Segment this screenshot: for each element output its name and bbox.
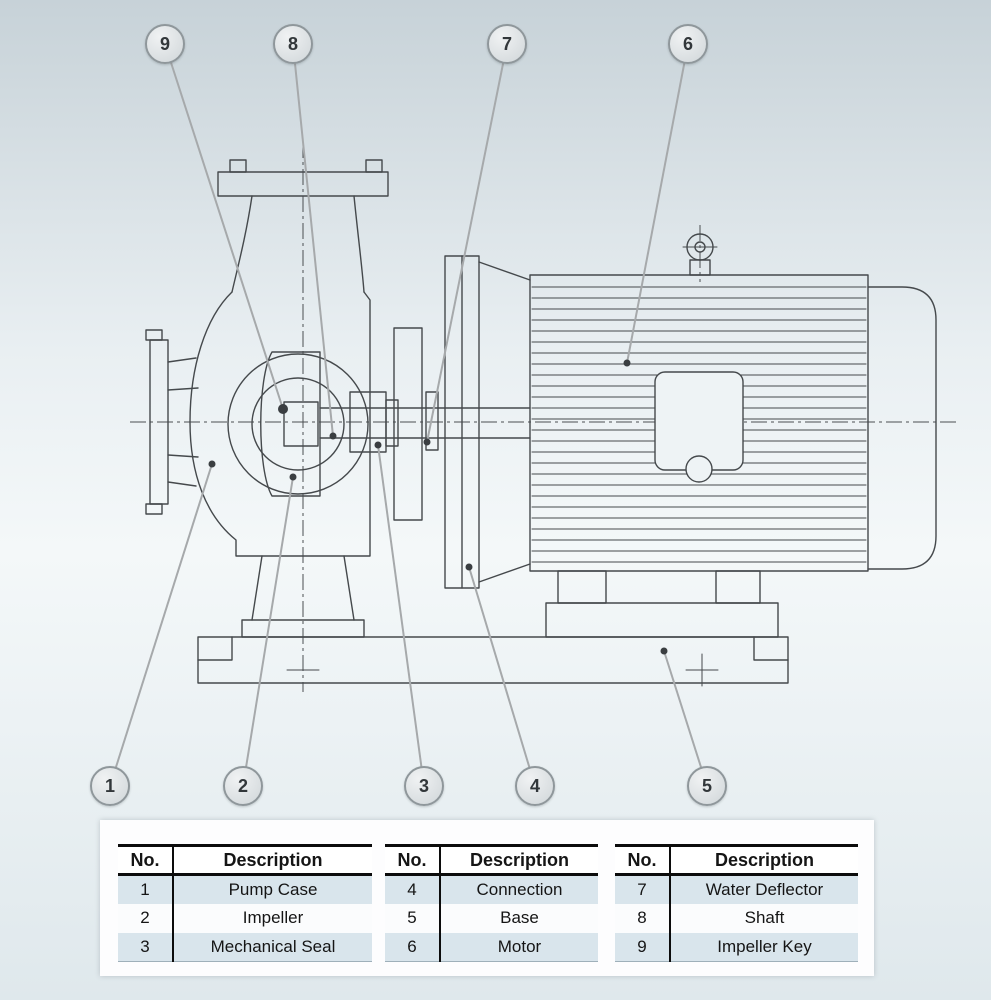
callout-6: 6 (668, 24, 708, 64)
table-row: 8 Shaft (615, 903, 858, 933)
callout-3: 3 (404, 766, 444, 806)
impeller (260, 351, 321, 497)
parts-tables-panel: No. Description 1 Pump Case 2 Impeller 3… (100, 820, 874, 976)
part-description: Water Deflector (705, 879, 824, 899)
lantern-bracket (393, 327, 423, 521)
callout-1: 1 (90, 766, 130, 806)
pump-pedestal (241, 555, 365, 638)
part-description: Impeller Key (670, 932, 858, 962)
table-row: 6 Motor (385, 932, 598, 962)
part-no: 7 (615, 874, 671, 904)
callout-2: 2 (223, 766, 263, 806)
discharge-flange (217, 159, 389, 293)
callout-9: 9 (145, 24, 185, 64)
callout-number: 4 (529, 775, 540, 796)
suction-flange (145, 329, 199, 515)
parts-table-1: No. Description 1 Pump Case 2 Impeller 3… (118, 844, 372, 962)
table-row: 1 Pump Case (118, 874, 372, 904)
part-no: 2 (118, 903, 174, 933)
callout-number: 7 (501, 33, 512, 54)
part-no: 9 (615, 932, 671, 962)
col-header-no: No. (615, 844, 671, 876)
part-description: Shaft (744, 908, 785, 927)
parts-table-2: No. Description 4 Connection 5 Base 6 Mo… (385, 844, 598, 962)
col-header-description: Description (440, 844, 598, 876)
table-row: 5 Base (385, 903, 598, 933)
col-header-no: No. (118, 844, 174, 876)
table-row: 7 Water Deflector (615, 874, 858, 904)
shaft (319, 407, 531, 439)
col-header-description: Description (670, 844, 858, 876)
part-no: 6 (385, 932, 441, 962)
part-description: Pump Case (228, 879, 318, 899)
part-description: Base (500, 908, 539, 927)
part-no: 1 (118, 874, 174, 904)
part-no: 4 (385, 874, 441, 904)
water-deflector (425, 391, 439, 451)
part-no: 3 (118, 932, 174, 962)
callout-4: 4 (515, 766, 555, 806)
table-row: 9 Impeller Key (615, 932, 858, 962)
leader-lines (109, 43, 708, 787)
part-description: Connection (476, 879, 563, 899)
leader-dots (208, 359, 668, 655)
table-row: 2 Impeller (118, 903, 372, 933)
callout-number: 3 (418, 775, 429, 796)
col-header-description: Description (173, 844, 372, 876)
baseplate (197, 636, 789, 687)
callout-7: 7 (487, 24, 527, 64)
parts-table-3: No. Description 7 Water Deflector 8 Shaf… (615, 844, 858, 962)
callout-number: 6 (682, 33, 693, 54)
motor-flange-connection (444, 255, 531, 589)
part-description: Mechanical Seal (173, 932, 372, 962)
motor-nameplate (654, 371, 744, 483)
callout-5: 5 (687, 766, 727, 806)
mechanical-seal (349, 391, 399, 453)
callout-number: 1 (104, 775, 115, 796)
col-header-no: No. (385, 844, 441, 876)
motor-end-cap (867, 286, 937, 570)
volute-casing (189, 291, 371, 557)
part-no: 8 (615, 903, 671, 933)
callout-8: 8 (273, 24, 313, 64)
part-description: Motor (440, 932, 598, 962)
callout-number: 8 (287, 33, 298, 54)
callout-number: 2 (237, 775, 248, 796)
callout-number: 9 (159, 33, 170, 54)
part-no: 5 (385, 903, 441, 933)
part-description: Impeller (242, 908, 304, 927)
table-row: 4 Connection (385, 874, 598, 904)
lifting-eye (682, 233, 718, 276)
callout-number: 5 (701, 775, 712, 796)
motor-feet (545, 570, 779, 638)
table-row: 3 Mechanical Seal (118, 932, 372, 962)
